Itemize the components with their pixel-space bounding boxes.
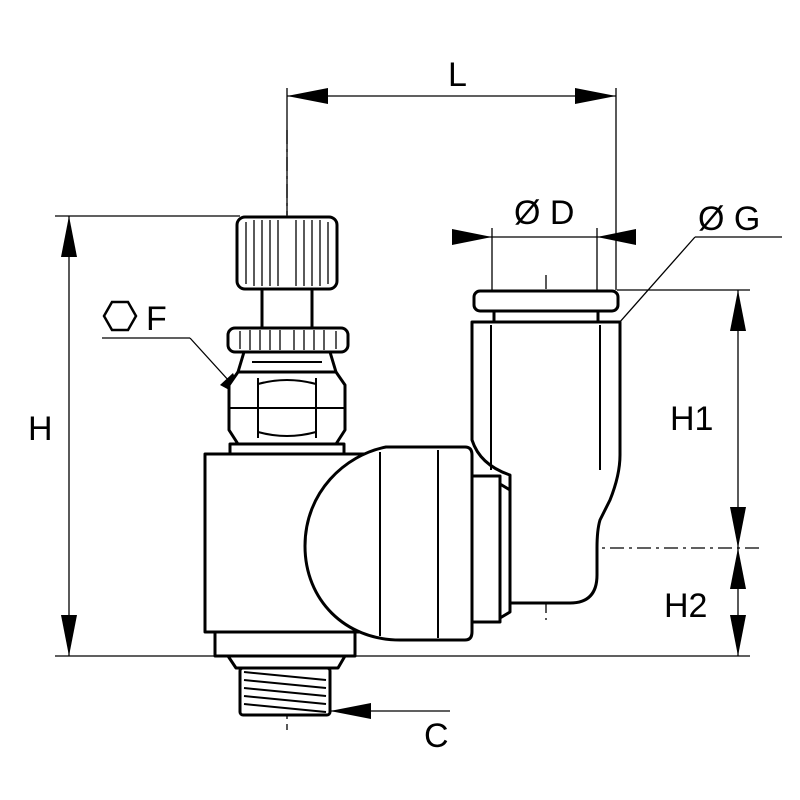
lock-nut <box>226 326 350 354</box>
label-h: H <box>28 410 53 448</box>
knurled-knob <box>235 215 339 291</box>
lock-nut-knurling <box>239 330 337 350</box>
label-g: Ø G <box>698 200 760 238</box>
elbow-tube <box>470 320 622 605</box>
bottom-spigot <box>213 630 357 658</box>
thread-lines <box>243 671 327 713</box>
spigot-undercut <box>226 654 347 670</box>
label-h1: H1 <box>670 400 713 438</box>
label-d: Ø D <box>514 194 574 232</box>
label-c: C <box>424 717 449 755</box>
hexagon-icon <box>102 300 138 332</box>
label-h2: H2 <box>664 587 707 625</box>
fitting-part <box>203 215 622 717</box>
banjo-sphere <box>303 445 474 642</box>
label-f: F <box>146 300 167 338</box>
side-boss-ring <box>498 482 512 620</box>
collet-ring <box>472 289 620 313</box>
label-l: L <box>448 56 467 94</box>
spindle <box>260 287 314 331</box>
side-boss <box>470 474 502 624</box>
knob-knurling <box>245 220 329 286</box>
collet-neck <box>492 309 600 324</box>
